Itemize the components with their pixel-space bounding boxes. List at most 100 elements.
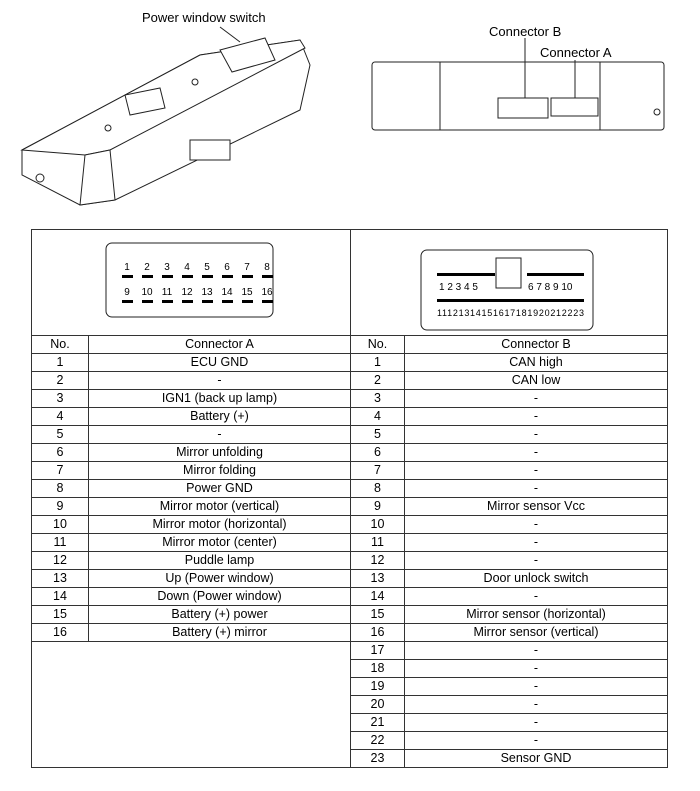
pin-no-a: 12 (31, 551, 89, 570)
pin-mark (142, 300, 153, 303)
pin-function-b: Mirror sensor (vertical) (404, 623, 668, 642)
pin-no-a: 10 (31, 515, 89, 534)
pin-function-a: Down (Power window) (88, 587, 351, 606)
pin-mark (122, 275, 133, 278)
pin-function-a: Up (Power window) (88, 569, 351, 588)
pin-function-b: - (404, 695, 668, 714)
pin-no-b: 13 (350, 569, 405, 588)
pin-function-b: - (404, 515, 668, 534)
pin-label: 7 (244, 262, 250, 273)
pin-label: 8 (264, 262, 270, 273)
pin-no-b: 21 (350, 713, 405, 732)
pin-mark (162, 275, 173, 278)
pin-function-a: IGN1 (back up lamp) (88, 389, 351, 408)
pin-no-a: 14 (31, 587, 89, 606)
pin-function-b: - (404, 533, 668, 552)
pin-mark (182, 275, 193, 278)
pin-no-b: 5 (350, 425, 405, 444)
pins-b-top-left: 1 2 3 4 5 (439, 282, 478, 293)
switch-illustration (20, 26, 665, 206)
pin-no-b: 11 (350, 533, 405, 552)
pin-no-a: 11 (31, 533, 89, 552)
pin-function-b: - (404, 551, 668, 570)
pin-function-b: - (404, 731, 668, 750)
pin-label: 15 (241, 287, 253, 298)
pin-label: 16 (261, 287, 273, 298)
pin-function-a: Mirror unfolding (88, 443, 351, 462)
pin-no-a: 2 (31, 371, 89, 390)
pin-function-a: - (88, 371, 351, 390)
pin-function-b: Door unlock switch (404, 569, 668, 588)
pin-no-b: 20 (350, 695, 405, 714)
pin-function-b: - (404, 407, 668, 426)
pin-no-b: 3 (350, 389, 405, 408)
pin-no-b: 2 (350, 371, 405, 390)
header-connector-b: Connector B (404, 335, 668, 354)
pin-function-a: Mirror folding (88, 461, 351, 480)
pin-mark (202, 300, 213, 303)
pin-function-b: Sensor GND (404, 749, 668, 768)
pin-mark (262, 300, 273, 303)
pin-no-a: 8 (31, 479, 89, 498)
pin-label: 3 (164, 262, 170, 273)
pin-mark (122, 300, 133, 303)
pin-no-b: 8 (350, 479, 405, 498)
pin-function-b: - (404, 443, 668, 462)
pin-function-a: Mirror motor (vertical) (88, 497, 351, 516)
pin-no-a: 15 (31, 605, 89, 624)
header-connector-a: Connector A (88, 335, 351, 354)
pin-function-b: - (404, 479, 668, 498)
pin-function-a: Battery (+) (88, 407, 351, 426)
pin-mark (162, 300, 173, 303)
pin-no-b: 6 (350, 443, 405, 462)
pin-mark (222, 275, 233, 278)
pin-no-a: 4 (31, 407, 89, 426)
label-connector-a: Connector A (540, 45, 612, 60)
table-row: 18- (32, 659, 668, 678)
pin-mark (242, 300, 253, 303)
pin-function-a: Battery (+) power (88, 605, 351, 624)
pins-b-bottom: 11121314151617181920212223 (437, 308, 584, 318)
pin-label: 10 (141, 287, 153, 298)
pin-no-b: 17 (350, 641, 405, 660)
pin-function-a: Mirror motor (horizontal) (88, 515, 351, 534)
pin-function-b: - (404, 659, 668, 678)
header-no-a: No. (31, 335, 89, 354)
pin-mark (142, 275, 153, 278)
pin-no-a: 16 (31, 623, 89, 642)
pin-label: 12 (181, 287, 193, 298)
pins-b-top-right: 6 7 8 9 10 (528, 282, 573, 293)
pin-mark (222, 300, 233, 303)
pin-label: 13 (201, 287, 213, 298)
pin-function-b: Mirror sensor (horizontal) (404, 605, 668, 624)
pin-label: 14 (221, 287, 233, 298)
table-row: 17- (31, 641, 668, 768)
pin-function-b: CAN low (404, 371, 668, 390)
pin-no-a: 5 (31, 425, 89, 444)
pin-function-b: - (404, 641, 668, 660)
table-row: 5-5- (31, 425, 668, 444)
pin-no-a: 7 (31, 461, 89, 480)
empty-cell (31, 641, 351, 768)
pin-function-a: Power GND (88, 479, 351, 498)
pin-function-a: ECU GND (88, 353, 351, 372)
pin-no-b: 14 (350, 587, 405, 606)
pin-function-b: Mirror sensor Vcc (404, 497, 668, 516)
pin-no-b: 7 (350, 461, 405, 480)
pin-function-b: - (404, 461, 668, 480)
pin-no-a: 13 (31, 569, 89, 588)
pin-no-b: 22 (350, 731, 405, 750)
pin-mark (202, 275, 213, 278)
